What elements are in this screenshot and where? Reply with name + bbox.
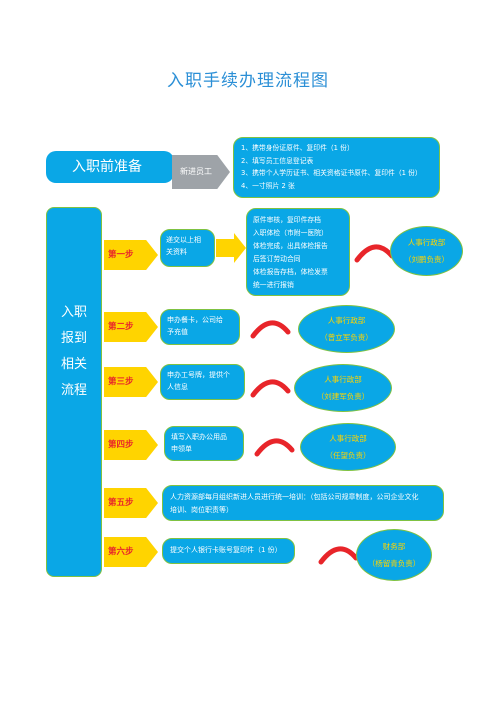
sidebar-label: 入职 报到 相关 流程 [46, 300, 102, 404]
step-1-detail: 体检报告存档，体检发票 [253, 268, 328, 276]
step-1-detail-box: 原件审核，复印件存档 入职体检（市附一医院） 体检完成，出具体检报告 后签订劳动… [246, 208, 350, 296]
person-name: （刘建军负责） [316, 392, 370, 401]
step-5-box: 人力资源部每月组织新进人员进行统一培训：（包括公司规章制度，公司企业文化 培训、… [162, 485, 444, 521]
dept-name: 人事行政部 [324, 375, 362, 384]
step-2-responsible: 人事行政部 （曾立军负责） [298, 305, 395, 353]
step-1-arrow: 第一步 [104, 240, 158, 270]
step-4-box: 填写入职办公用品 申领单 [164, 426, 244, 461]
step-6-box: 提交个人银行卡账号复印件（1 份） [162, 538, 295, 564]
prep-arrow: 新进员工 [172, 155, 230, 189]
page-title: 入职手续办理流程图 [167, 71, 329, 91]
sidebar-line: 流程 [60, 383, 87, 398]
step-3-text: 人信息 [167, 382, 188, 391]
dept-name: 人事行政部 [329, 434, 367, 443]
prep-item: 4、一寸照片 2 张 [241, 181, 295, 190]
person-name: （曾立军负责） [320, 333, 373, 342]
step-6-responsible: 财务部 （杨留青负责） [356, 529, 432, 581]
prep-item: 3、携带个人学历证书、相关资格证书原件、复印件（1 份） [241, 169, 422, 177]
step-1-curved-arrow [354, 244, 395, 263]
step-2-arrow: 第二步 [104, 312, 158, 342]
step-2-curved-arrow [250, 320, 291, 339]
step-3-arrow: 第三步 [104, 367, 158, 397]
step-3-curved-arrow [250, 379, 291, 398]
step-3-text: 申办工号牌，提供个 [167, 371, 230, 379]
dept-name: 财务部 [382, 542, 406, 551]
step-1-detail: 入职体检（市附一医院） [253, 229, 328, 237]
step-3-responsible: 人事行政部 （刘建军负责） [294, 364, 392, 412]
step-1-text: 关资料 [166, 247, 187, 256]
step-4-responsible: 人事行政部 （任望负责） [300, 423, 396, 471]
dept-name: 人事行政部 [407, 238, 446, 247]
sidebar-line: 入职 [60, 305, 87, 320]
prep-header: 入职前准备 [46, 151, 174, 183]
step-6-arrow: 第六步 [104, 537, 158, 567]
sidebar-line: 相关 [60, 357, 87, 372]
step-5-text: 人力资源部每月组织新进人员进行统一培训：（包括公司规章制度，公司企业文化 [170, 493, 419, 501]
step-1-box: 递交以上相 关资料 [160, 229, 215, 267]
step-1-detail: 统一进行报销 [253, 281, 294, 289]
step-4-text: 填写入职办公用品 [171, 433, 227, 441]
process-sidebar [46, 207, 102, 577]
step-1-detail: 原件审核，复印件存档 [253, 216, 321, 224]
step-2-text: 予充值 [167, 327, 188, 336]
person-name: （杨留青负责） [367, 559, 421, 568]
dept-name: 人事行政部 [327, 316, 366, 325]
prep-item: 1、携带身份证原件、复印件（1 份） [241, 144, 354, 152]
step-4-curved-arrow [254, 438, 295, 457]
step-3-box: 申办工号牌，提供个 人信息 [160, 364, 245, 400]
prep-requirements-box: 1、携带身份证原件、复印件（1 份） 2、填写员工信息登记表 3、携带个人学历证… [233, 137, 440, 198]
step-4-text: 申领单 [171, 444, 192, 453]
step-1-detail: 后签订劳动合同 [253, 255, 301, 263]
step-5-text: 培训、岗位职责等） [170, 505, 233, 514]
sidebar-line: 报到 [60, 331, 87, 346]
step-1-connector-arrow [216, 233, 246, 263]
step-2-box: 申办餐卡，公司给 予充值 [160, 309, 240, 345]
step-6-text: 提交个人银行卡账号复印件（1 份） [170, 546, 282, 554]
step-2-text: 申办餐卡，公司给 [167, 316, 223, 324]
step-6-curved-arrow [318, 546, 359, 565]
step-1-detail: 体检完成，出具体检报告 [253, 242, 328, 250]
step-4-arrow: 第四步 [104, 430, 158, 460]
step-5-arrow: 第五步 [104, 488, 158, 518]
person-name: （任望负责） [325, 451, 371, 460]
prep-item: 2、填写员工信息登记表 [241, 156, 314, 165]
person-name: （刘鹏负责） [404, 255, 449, 264]
step-1-text: 递交以上相 [166, 236, 201, 244]
step-1-responsible: 人事行政部 （刘鹏负责） [390, 226, 463, 276]
